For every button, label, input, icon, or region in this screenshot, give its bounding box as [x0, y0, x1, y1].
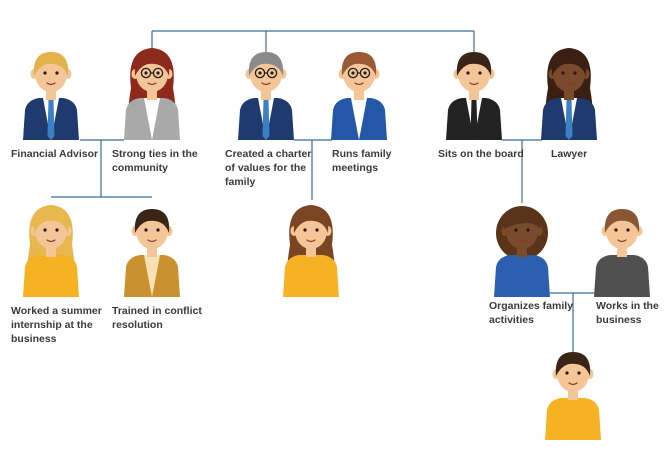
mouth: [147, 82, 157, 86]
label-strong-ties: Strong ties in the community: [112, 148, 198, 174]
shirt: [351, 98, 367, 140]
neck: [354, 88, 364, 100]
label-lawyer: Lawyer: [551, 148, 588, 160]
eye: [466, 71, 470, 75]
mouth: [617, 239, 627, 243]
person-summer-internship: [23, 205, 79, 297]
person-works-business: [594, 209, 650, 297]
mouth: [469, 82, 479, 86]
person-strong-ties: [124, 48, 180, 140]
hair-top: [341, 52, 377, 76]
body: [594, 255, 650, 297]
eye: [43, 71, 47, 75]
tie: [470, 100, 478, 140]
neck: [517, 245, 527, 257]
label-created-charter: Created a charter of values for the fami…: [225, 148, 312, 188]
mouth: [46, 82, 56, 86]
eye: [55, 71, 59, 75]
hair-top: [456, 52, 492, 76]
eye: [156, 71, 160, 75]
person-financial-advisor: [23, 52, 79, 140]
neck: [147, 245, 157, 257]
body: [283, 255, 339, 297]
label-organizes-activities: Organizes family activities: [489, 300, 574, 326]
neck: [147, 88, 157, 100]
hair-top: [604, 209, 640, 233]
mouth: [147, 239, 157, 243]
mouth: [517, 239, 527, 243]
label-runs-meetings: Runs family meetings: [332, 148, 392, 174]
eye: [351, 71, 355, 75]
neck: [261, 88, 271, 100]
hair-top: [293, 209, 329, 233]
neck: [306, 245, 316, 257]
neck: [568, 388, 578, 400]
mouth: [46, 239, 56, 243]
body: [545, 398, 601, 440]
tie: [565, 100, 573, 140]
eye: [514, 228, 518, 232]
label-financial-advisor: Financial Advisor: [11, 148, 99, 160]
eye: [258, 71, 262, 75]
tie: [47, 100, 55, 140]
eye: [626, 228, 630, 232]
label-sits-board: Sits on the board: [438, 148, 524, 160]
label-summer-internship: Worked a summer internship at the busine…: [11, 305, 102, 345]
body: [494, 255, 550, 297]
person-created-charter: [238, 52, 294, 140]
hair-top: [504, 207, 540, 229]
eye: [565, 371, 569, 375]
neck: [564, 88, 574, 100]
label-conflict-resolution: Trained in conflict resolution: [112, 305, 202, 331]
hair-top: [134, 52, 170, 76]
mouth: [306, 239, 316, 243]
person-child-bottom: [545, 352, 601, 440]
eye: [144, 71, 148, 75]
person-organizes-activities: [494, 206, 550, 297]
label-works-business: Works in the business: [596, 300, 659, 326]
hair-top: [33, 209, 69, 233]
eye: [303, 228, 307, 232]
neck: [617, 245, 627, 257]
eye: [55, 228, 59, 232]
neck: [46, 88, 56, 100]
eye: [614, 228, 618, 232]
eye: [573, 71, 577, 75]
person-runs-meetings: [331, 52, 387, 140]
shirt: [144, 255, 160, 297]
neck: [46, 245, 56, 257]
eye: [478, 71, 482, 75]
person-lawyer: [541, 48, 597, 140]
body: [23, 255, 79, 297]
eye: [561, 71, 565, 75]
person-figures: [23, 48, 650, 440]
eye: [526, 228, 530, 232]
tie: [262, 100, 270, 140]
hair-top: [33, 52, 69, 76]
connector-lines: [51, 30, 596, 357]
person-child-middle: [283, 205, 339, 297]
hair-top: [555, 352, 591, 376]
eye: [156, 228, 160, 232]
mouth: [354, 82, 364, 86]
hair-top: [551, 52, 587, 76]
person-sits-board: [446, 52, 502, 140]
eye: [363, 71, 367, 75]
eye: [270, 71, 274, 75]
neck: [469, 88, 479, 100]
eye: [315, 228, 319, 232]
shirt: [144, 98, 160, 140]
mouth: [564, 82, 574, 86]
mouth: [261, 82, 271, 86]
eye: [577, 371, 581, 375]
glasses-lens: [140, 67, 152, 79]
mouth: [568, 382, 578, 386]
hair-top: [248, 52, 284, 76]
hair-top: [134, 209, 170, 233]
person-conflict-resolution: [124, 209, 180, 297]
eye: [144, 228, 148, 232]
eye: [43, 228, 47, 232]
